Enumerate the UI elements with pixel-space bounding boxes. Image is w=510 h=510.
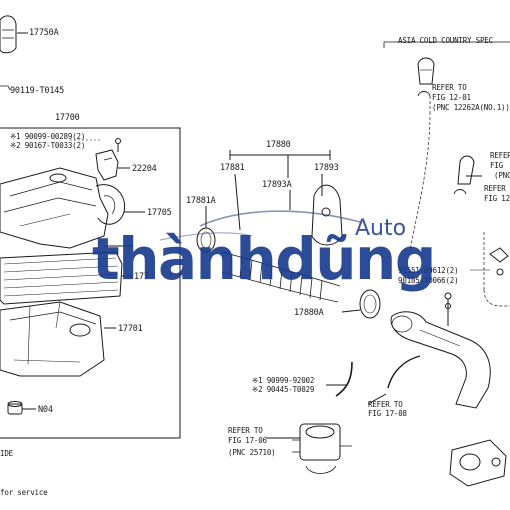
note-fig-12-01: FIG 12-01	[432, 93, 471, 102]
label-90099-00289: ※1 90099-00289(2)	[10, 132, 86, 141]
watermark-sub: Auto	[355, 216, 407, 241]
clamp-17880A	[359, 289, 381, 319]
label-91551: 91551-80612(2)	[398, 266, 459, 275]
note-pnc-25710: (PNC 25710)	[228, 448, 276, 457]
cap-17750A	[0, 15, 17, 54]
note-refer-to-1: REFER TO	[432, 83, 467, 92]
air-cleaner-cap-17705	[0, 167, 126, 249]
resonator-17893	[311, 184, 343, 246]
air-filter-element	[0, 251, 123, 305]
footnote-for-service: for service	[0, 488, 48, 497]
label-90445: ※2 90445-T0029	[252, 385, 315, 394]
note-fig-2: FIG	[490, 161, 503, 170]
label-90167-T0033: ※2 90167-T0033(2)	[10, 141, 86, 150]
label-17893: 17893	[314, 163, 339, 173]
asia-cold-bracket	[383, 41, 510, 48]
assembly-box-17700	[0, 127, 181, 439]
valve-assembly	[449, 439, 507, 487]
label-17750A: 17750A	[29, 28, 59, 38]
air-cleaner-case-17701	[0, 301, 105, 377]
bracket-17880	[229, 150, 331, 178]
note-refer-2: REFER	[490, 151, 510, 160]
label-177: 177	[134, 272, 149, 282]
label-N04: N04	[38, 405, 53, 415]
note-pnc-2: (PNC	[494, 171, 510, 180]
label-17701: 17701	[118, 324, 143, 334]
sensor-22204	[95, 149, 119, 181]
note-refer-to-4: REFER TO	[368, 400, 403, 409]
label-17881A: 17881A	[186, 196, 216, 206]
heater-pipe-top	[417, 57, 435, 85]
throttle-body	[292, 423, 352, 474]
note-fig-17-06: FIG 17-06	[228, 436, 267, 445]
label-22204: 22204	[132, 164, 157, 174]
label-17700: 17700	[55, 113, 80, 123]
label-17881: 17881	[220, 163, 245, 173]
label-17893A: 17893A	[262, 180, 292, 190]
intake-hose	[221, 251, 341, 303]
label-17880A: 17880A	[294, 308, 324, 318]
note-pnc-12262a: (PNC 12262A(NO.1))	[432, 103, 510, 112]
note-refer-3: REFER	[484, 184, 506, 193]
label-90999-92002: ※1 90999-92002	[252, 376, 315, 385]
label-17705: 17705	[147, 208, 172, 218]
note-asia-cold-spec: ASIA COLD COUNTRY SPEC	[398, 36, 493, 45]
label-17880: 17880	[266, 140, 291, 150]
vacuum-hose	[335, 361, 353, 397]
label-90105: 90105-T0066(2)	[398, 276, 459, 285]
label-90119: 90119-T0145	[10, 86, 65, 96]
note-fig-17-08: FIG 17-08	[368, 409, 407, 418]
footnote-ide: IDE	[0, 449, 13, 458]
heater-pipe-mid	[457, 155, 475, 185]
bolt-91551	[444, 292, 452, 318]
note-refer-to-5: REFER TO	[228, 426, 263, 435]
note-fig-12: FIG 12	[484, 194, 510, 203]
watermark-brand: thànhdũng	[92, 225, 436, 293]
